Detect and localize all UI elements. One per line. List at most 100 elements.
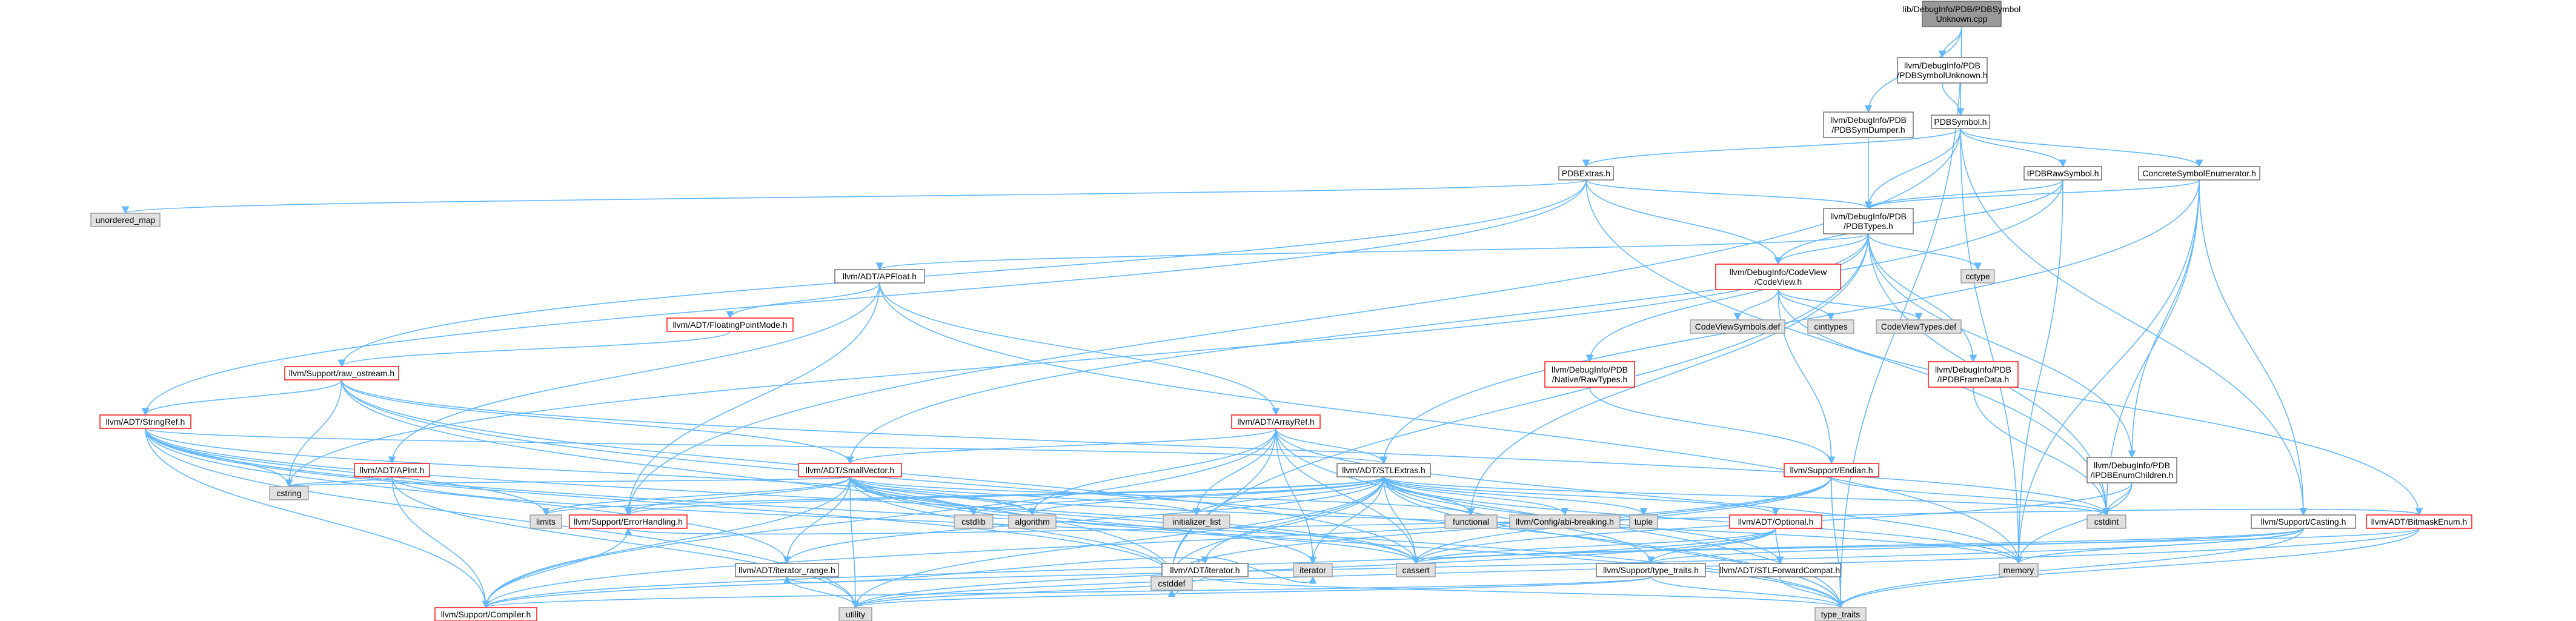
- node-limits[interactable]: limits: [529, 514, 562, 529]
- node-label: llvm/DebugInfo/PDB: [1830, 211, 1907, 221]
- node-errorhandling[interactable]: llvm/Support/ErrorHandling.h: [569, 514, 688, 529]
- node-box: [1690, 319, 1785, 334]
- node-bitmask[interactable]: llvm/ADT/BitmaskEnum.h: [2366, 514, 2472, 529]
- edge-iterator_h-to-iterrange: [783, 557, 1206, 584]
- node-box: [569, 514, 688, 529]
- edge-smallvector-to-functional: [849, 476, 1475, 516]
- node-algorithm[interactable]: algorithm: [1008, 514, 1057, 529]
- node-label: cstdlib: [961, 517, 986, 526]
- node-cinttypes[interactable]: cinttypes: [1807, 319, 1854, 334]
- edge-apint-to-cassert: [391, 476, 1420, 565]
- node-iterator[interactable]: iterator: [1293, 563, 1333, 577]
- node-cstddef[interactable]: cstddef: [1150, 576, 1193, 591]
- node-label: cinttypes: [1814, 322, 1847, 331]
- node-tuple[interactable]: tuple: [1629, 514, 1658, 529]
- node-box: [1008, 514, 1057, 529]
- node-label: llvm/ADT/Optional.h: [1738, 517, 1813, 526]
- edge-pdbtypes-to-ipdbenum: [1868, 233, 2136, 459]
- node-typetraits_h[interactable]: llvm/Support/type_traits.h: [1596, 563, 1706, 577]
- node-abibreaking[interactable]: llvm/Config/abi-breaking.h: [1509, 514, 1621, 529]
- node-label: /PDBTypes.h: [1844, 221, 1893, 231]
- node-label: llvm/ADT/APFloat.h: [843, 271, 917, 281]
- edge-stlextras-to-utility: [851, 476, 1384, 609]
- node-label: iterator: [1300, 565, 1326, 575]
- node-unordered_map[interactable]: unordered_map: [90, 213, 161, 227]
- node-arrayref[interactable]: llvm/ADT/ArrayRef.h: [1231, 414, 1321, 429]
- node-nativeraw[interactable]: llvm/DebugInfo/PDB/Native/RawTypes.h: [1544, 361, 1635, 388]
- node-label: initializer_list: [1172, 517, 1220, 526]
- node-memory[interactable]: memory: [1999, 563, 2039, 577]
- node-cstdint[interactable]: cstdint: [2086, 514, 2126, 529]
- edge-rawostream-to-cstring: [285, 379, 342, 488]
- node-pdbtypes[interactable]: llvm/DebugInfo/PDB/PDBTypes.h: [1823, 208, 1914, 234]
- node-box: [1629, 514, 1658, 529]
- edge-iterator_h-to-type_traits: [1204, 576, 1844, 609]
- node-cvtypes[interactable]: CodeViewTypes.def: [1876, 319, 1962, 334]
- node-cstring[interactable]: cstring: [269, 486, 309, 500]
- node-label: llvm/Support/Endian.h: [1790, 465, 1873, 475]
- edge-pdbextras-to-unordered_map: [122, 179, 1587, 214]
- node-smallvector[interactable]: llvm/ADT/SmallVector.h: [798, 463, 902, 477]
- node-iterator_h[interactable]: llvm/ADT/iterator.h: [1161, 563, 1249, 577]
- node-ipdbframe[interactable]: llvm/DebugInfo/PDB/IPDBFrameData.h: [1928, 361, 2019, 388]
- node-label: llvm/DebugInfo/PDB: [1935, 365, 2011, 374]
- node-stlfwd[interactable]: llvm/ADT/STLForwardCompat.h: [1719, 563, 1841, 577]
- node-pdbsymbol[interactable]: PDBSymbol.h: [1931, 115, 1990, 129]
- edge-stlfwd-to-type_traits: [1779, 576, 1845, 609]
- node-pdbsymdumper[interactable]: llvm/DebugInfo/PDB/PDBSymDumper.h: [1823, 111, 1914, 138]
- node-label: algorithm: [1015, 517, 1050, 526]
- node-casting[interactable]: llvm/Support/Casting.h: [2251, 514, 2356, 529]
- node-cassert[interactable]: cassert: [1396, 563, 1436, 577]
- edge-pdbtypes-to-apfloat: [876, 233, 1869, 271]
- node-label: Unknown.cpp: [1936, 14, 1988, 24]
- node-cctype[interactable]: cctype: [1960, 269, 1995, 284]
- node-endian[interactable]: llvm/Support/Endian.h: [1784, 463, 1879, 477]
- node-apfloat[interactable]: llvm/ADT/APFloat.h: [834, 269, 925, 284]
- node-box: [1336, 463, 1431, 477]
- node-cvsymbols[interactable]: CodeViewSymbols.def: [1690, 319, 1785, 334]
- node-utility[interactable]: utility: [838, 607, 872, 621]
- node-label: unordered_map: [96, 215, 156, 225]
- node-pdbextras[interactable]: PDBExtras.h: [1558, 166, 1614, 181]
- node-stringref[interactable]: llvm/ADT/StringRef.h: [99, 414, 191, 429]
- node-concrete[interactable]: ConcreteSymbolEnumerator.h: [2138, 166, 2260, 181]
- edge-pdbtypes-to-nativeraw: [1585, 233, 1869, 363]
- node-label: limits: [536, 517, 556, 526]
- edge-optional-to-typetraits_h: [1647, 528, 1776, 565]
- node-label: /Native/RawTypes.h: [1552, 374, 1628, 384]
- node-fpmode[interactable]: llvm/ADT/FloatingPointMode.h: [666, 317, 794, 332]
- edge-apfloat-to-errorhandling: [624, 282, 880, 516]
- node-type_traits[interactable]: type_traits: [1814, 607, 1867, 621]
- node-label: /PDBSymDumper.h: [1831, 125, 1905, 134]
- node-box: [798, 463, 902, 477]
- edge-smallvector-to-utility: [849, 476, 860, 609]
- node-apint[interactable]: llvm/ADT/APInt.h: [354, 463, 430, 477]
- node-label: /PDBSymbolUnknown.h: [1897, 70, 1987, 80]
- node-compiler[interactable]: llvm/Support/Compiler.h: [434, 607, 537, 621]
- edge-pdbsymbol-to-memory: [1960, 128, 2023, 565]
- node-initlist[interactable]: initializer_list: [1163, 514, 1230, 529]
- node-optional[interactable]: llvm/ADT/Optional.h: [1729, 514, 1822, 529]
- node-cstdlib[interactable]: cstdlib: [954, 514, 994, 529]
- node-label: llvm/DebugInfo/PDB: [1904, 61, 1980, 70]
- node-functional[interactable]: functional: [1444, 514, 1498, 529]
- edge-stlextras-to-functional: [1383, 476, 1475, 516]
- node-codeview[interactable]: llvm/DebugInfo/CodeView/CodeView.h: [1715, 264, 1841, 290]
- node-label: CodeViewSymbols.def: [1695, 322, 1781, 331]
- node-ipdbraw[interactable]: IPDBRawSymbol.h: [2023, 166, 2102, 181]
- edge-pdbextras-to-codeview: [1585, 179, 1782, 265]
- node-rawostream[interactable]: llvm/Support/raw_ostream.h: [284, 366, 399, 380]
- node-box: [1729, 514, 1822, 529]
- edge-pdbsymunk-to-pdbsymbol: [1942, 82, 1965, 116]
- edge-arrayref-to-compiler: [482, 428, 1276, 609]
- node-ipdbenum[interactable]: llvm/DebugInfo/PDB/IPDBEnumChildren.h: [2086, 457, 2177, 483]
- node-stlextras[interactable]: llvm/ADT/STLExtras.h: [1336, 463, 1431, 477]
- edge-bitmask-to-type_traits: [1836, 528, 2420, 609]
- node-pdbsymunk[interactable]: llvm/DebugInfo/PDB/PDBSymbolUnknown.h: [1897, 57, 1988, 84]
- node-iterrange[interactable]: llvm/ADT/iterator_range.h: [735, 563, 839, 577]
- node-label: llvm/DebugInfo/CodeView: [1730, 267, 1828, 277]
- edge-pdbsymbol-to-concrete: [1960, 128, 2203, 168]
- node-box: [1231, 414, 1321, 429]
- node-root[interactable]: lib/DebugInfo/PDB/PDBSymbolUnknown.cpp: [1903, 1, 2021, 27]
- edge-apint-to-compiler: [391, 476, 490, 609]
